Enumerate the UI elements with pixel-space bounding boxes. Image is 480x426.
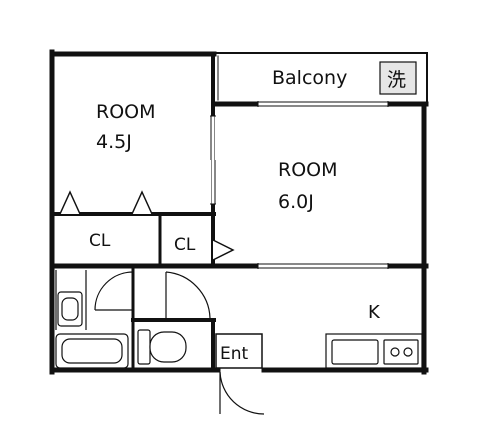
closet-a-label: CL: [89, 231, 111, 251]
washroom-fixtures: [55, 270, 129, 369]
laundry-box: [379, 61, 417, 95]
bathroom-door-arc: [94, 271, 134, 311]
entrance-label: Ent: [220, 344, 249, 364]
closet-doors: [59, 190, 235, 261]
opening-marks: [210, 101, 389, 269]
toilet-bowl: [149, 331, 187, 363]
kitchen-counter: [325, 333, 423, 369]
bathtub-inner: [61, 338, 123, 364]
walls: [49, 49, 429, 375]
balcony-label: Balcony: [272, 67, 347, 89]
folding-door-mark-b: [131, 190, 153, 215]
door-swings: [94, 271, 265, 415]
openings: [211, 102, 388, 268]
kitchen-label: K: [368, 302, 381, 323]
laundry-mark: 洗: [387, 69, 406, 91]
room-a-size: 4.5J: [96, 131, 132, 153]
room-b-name: ROOM: [278, 159, 338, 181]
folding-door-mark-a: [59, 190, 81, 215]
entrance-door-arc: [219, 371, 265, 415]
kitchen-sink: [331, 339, 379, 365]
stove: [383, 339, 419, 365]
wash-basin-bowl: [61, 297, 79, 321]
toilet-door-arc: [165, 271, 211, 319]
room-a-name: ROOM: [96, 101, 156, 123]
room-b-size: 6.0J: [278, 191, 314, 213]
stove-burner-b: [403, 347, 413, 357]
stove-burner-a: [390, 347, 400, 357]
toilet-tank: [137, 329, 151, 365]
entrance-box: [215, 333, 263, 369]
closet-b-label: CL: [174, 235, 196, 255]
closet-b-door-mark: [212, 239, 235, 261]
toilet-fixture: [137, 329, 187, 365]
